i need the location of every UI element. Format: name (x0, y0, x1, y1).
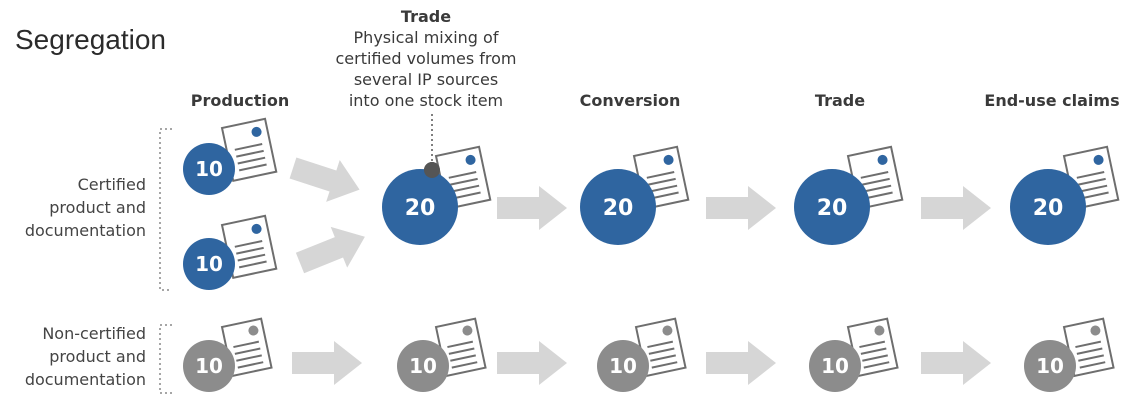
noncertified-circle (1024, 340, 1076, 392)
volume-value: 20 (1033, 196, 1064, 221)
noncertified-circle (183, 340, 235, 392)
arrow-right-icon (292, 341, 362, 385)
volume-value: 20 (603, 196, 634, 221)
document-icon (220, 214, 278, 280)
volume-value: 20 (405, 196, 436, 221)
certified-circle (382, 169, 458, 245)
certified-row-label: Certified (78, 175, 146, 194)
stage-header-trade: Trade (815, 91, 865, 110)
volume-value: 10 (1036, 354, 1064, 378)
arrow-right-icon (295, 226, 365, 274)
certified-circle (1010, 169, 1086, 245)
trade-note-heading: Trade (401, 7, 451, 26)
certified-trade2-node: 20 (794, 145, 904, 245)
noncertified-row-bracket (159, 324, 172, 394)
certified-circle (183, 143, 235, 195)
volume-value: 20 (817, 196, 848, 221)
noncertified-row-label: Non-certified (42, 324, 146, 343)
arrow-right-icon (497, 186, 567, 230)
noncertified-circle (809, 340, 861, 392)
noncertified-row-label: product and (49, 347, 146, 366)
diagram-title: Segregation (15, 24, 166, 55)
certified-trade-node: 20 (382, 145, 492, 245)
volume-value: 10 (409, 354, 437, 378)
certified-conversion-node: 20 (580, 145, 690, 245)
stage-header-production: Production (191, 91, 289, 110)
noncertified-conversion-node: 10 (597, 317, 687, 392)
noncertified-trade-node: 10 (397, 317, 487, 392)
certified-production-top-node: 10 (183, 117, 278, 195)
arrow-right-icon (921, 341, 991, 385)
volume-value: 10 (821, 354, 849, 378)
certified-row-bracket (159, 128, 172, 291)
certified-circle (580, 169, 656, 245)
stage-header-end-use-claims: End-use claims (984, 91, 1119, 110)
arrow-right-icon (289, 157, 360, 202)
stage-header-conversion: Conversion (580, 91, 681, 110)
volume-value: 10 (195, 157, 223, 181)
arrow-right-icon (497, 341, 567, 385)
certified-row-label: documentation (25, 221, 146, 240)
document-icon (220, 117, 278, 183)
trade-note-line: into one stock item (349, 91, 503, 110)
trade-note-pointer-dot (424, 162, 440, 178)
trade-note-line: Physical mixing of (354, 28, 499, 47)
volume-value: 10 (609, 354, 637, 378)
volume-value: 10 (195, 354, 223, 378)
arrow-right-icon (921, 186, 991, 230)
certified-row-label: product and (49, 198, 146, 217)
certified-end-use-node: 20 (1010, 145, 1120, 245)
document-icon (1062, 317, 1115, 378)
certified-circle (183, 238, 235, 290)
noncertified-row-label: documentation (25, 370, 146, 389)
volume-value: 10 (195, 252, 223, 276)
noncertified-end-use-node: 10 (1024, 317, 1115, 392)
certified-circle (794, 169, 870, 245)
noncertified-circle (397, 340, 449, 392)
certified-production-bottom-node: 10 (183, 214, 278, 290)
arrow-right-icon (706, 341, 776, 385)
trade-note-line: certified volumes from (335, 49, 516, 68)
trade-note-line: several IP sources (354, 70, 498, 89)
noncertified-production-node: 10 (183, 317, 273, 392)
arrow-right-icon (706, 186, 776, 230)
noncertified-circle (597, 340, 649, 392)
noncertified-trade2-node: 10 (809, 317, 899, 392)
